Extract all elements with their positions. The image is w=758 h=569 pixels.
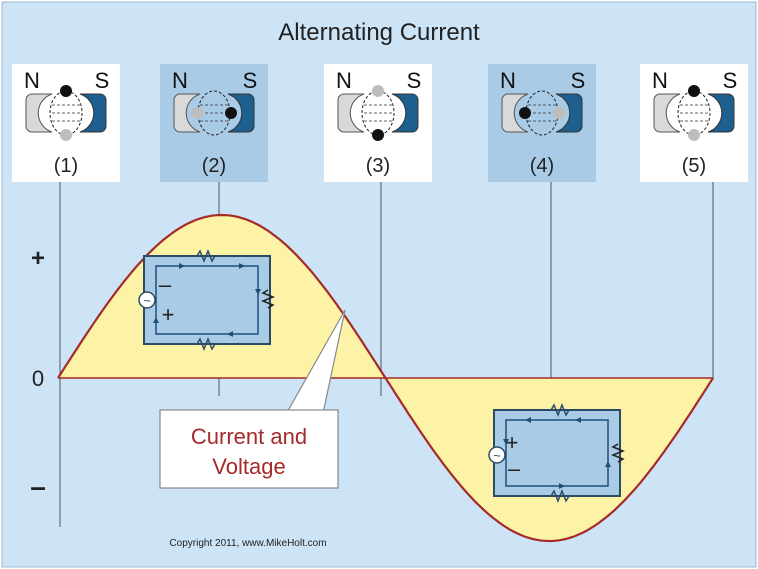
north-pole-label: N	[24, 68, 40, 93]
conductor-dot-light	[191, 107, 203, 119]
ac-source-icon: ~	[143, 293, 151, 308]
south-pole-label: S	[243, 68, 258, 93]
axis-plus-label: +	[31, 245, 45, 272]
axis-minus-label: –	[30, 471, 46, 502]
north-pole-label: N	[652, 68, 668, 93]
position-panel: N S (5)	[640, 64, 748, 182]
conductor-dot-light	[553, 107, 565, 119]
position-label: (2)	[202, 155, 226, 177]
south-pole-label: S	[95, 68, 110, 93]
position-label: (5)	[682, 155, 706, 177]
position-panel: N S (3)	[324, 64, 432, 182]
polarity-plus: +	[162, 302, 175, 327]
callout-line-1: Current and	[191, 424, 307, 449]
conductor-dot-light	[372, 85, 384, 97]
south-pole-label: S	[571, 68, 586, 93]
position-label: (1)	[54, 155, 78, 177]
conductor-dot-dark	[688, 85, 700, 97]
south-pole-label: S	[723, 68, 738, 93]
axis-zero-label: 0	[32, 366, 44, 391]
south-pole-label: S	[407, 68, 422, 93]
position-label: (3)	[366, 155, 390, 177]
current-voltage-callout: Current and Voltage	[159, 309, 346, 489]
copyright-note: Copyright 2011, www.MikeHolt.com	[169, 538, 326, 549]
sine-wave	[57, 213, 714, 543]
conductor-dot-light	[688, 129, 700, 141]
position-label: (4)	[530, 155, 554, 177]
conductor-dot-dark	[60, 85, 72, 97]
conductor-dot-dark	[225, 107, 237, 119]
polarity-plus: +	[506, 430, 519, 455]
generator-positions: N S (1) N S (2) N S (3) N S (4) N S (5)	[12, 64, 748, 182]
north-pole-label: N	[172, 68, 188, 93]
circuit-positive: ~ – +	[138, 248, 276, 352]
ac-source-icon: ~	[493, 448, 501, 463]
diagram-title: Alternating Current	[278, 19, 480, 46]
callout-line-2: Voltage	[212, 454, 285, 479]
circuit-negative: ~ + –	[488, 402, 626, 504]
polarity-minus: –	[508, 456, 521, 481]
conductor-dot-light	[60, 129, 72, 141]
position-panel: N S (1)	[12, 64, 120, 182]
polarity-minus: –	[159, 272, 172, 297]
conductor-dot-dark	[372, 129, 384, 141]
north-pole-label: N	[336, 68, 352, 93]
position-panel: N S (2)	[160, 64, 268, 182]
conductor-dot-dark	[519, 107, 531, 119]
position-panel: N S (4)	[488, 64, 596, 182]
north-pole-label: N	[500, 68, 516, 93]
